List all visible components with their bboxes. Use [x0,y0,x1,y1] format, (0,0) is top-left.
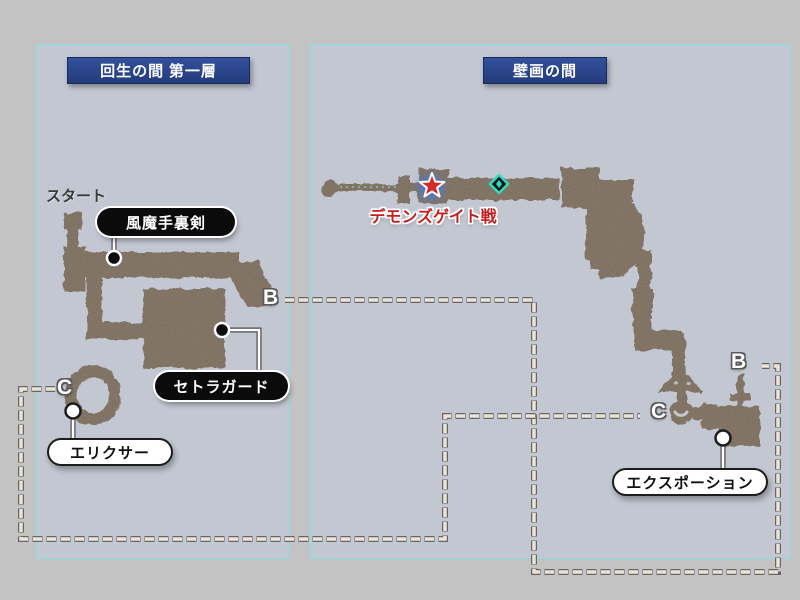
gate-marker-c-right: C [651,400,667,423]
demons-gate-battle-label: デモンズゲイト戦 [369,209,497,226]
gate-marker-b-right: B [731,350,747,373]
item-pill-cetra-guard: セトラガード [155,372,288,400]
item-label: 風魔手裏剣 [125,214,206,232]
panel-title-text: 回生の間 第一層 [100,64,217,80]
item-pill-fuma-shuriken: 風魔手裏剣 [97,208,235,236]
item-pill-elixir: エリクサー [47,438,173,466]
item-label: セトラガード [173,378,270,396]
map-panel-rebirth-room [36,44,289,559]
gate-marker-b-left: B [263,286,279,309]
gate-marker-c-left: C [57,376,73,399]
item-label: エクスポーション [626,474,754,492]
item-pill-ex-potion: エクスポーション [612,468,768,496]
panel-title-rebirth-room: 回生の間 第一層 [67,57,250,84]
panel-title-text: 壁画の間 [512,64,577,80]
item-label: エリクサー [69,444,150,462]
panel-title-mural-room: 壁画の間 [483,57,607,84]
start-label: スタート [46,188,107,205]
